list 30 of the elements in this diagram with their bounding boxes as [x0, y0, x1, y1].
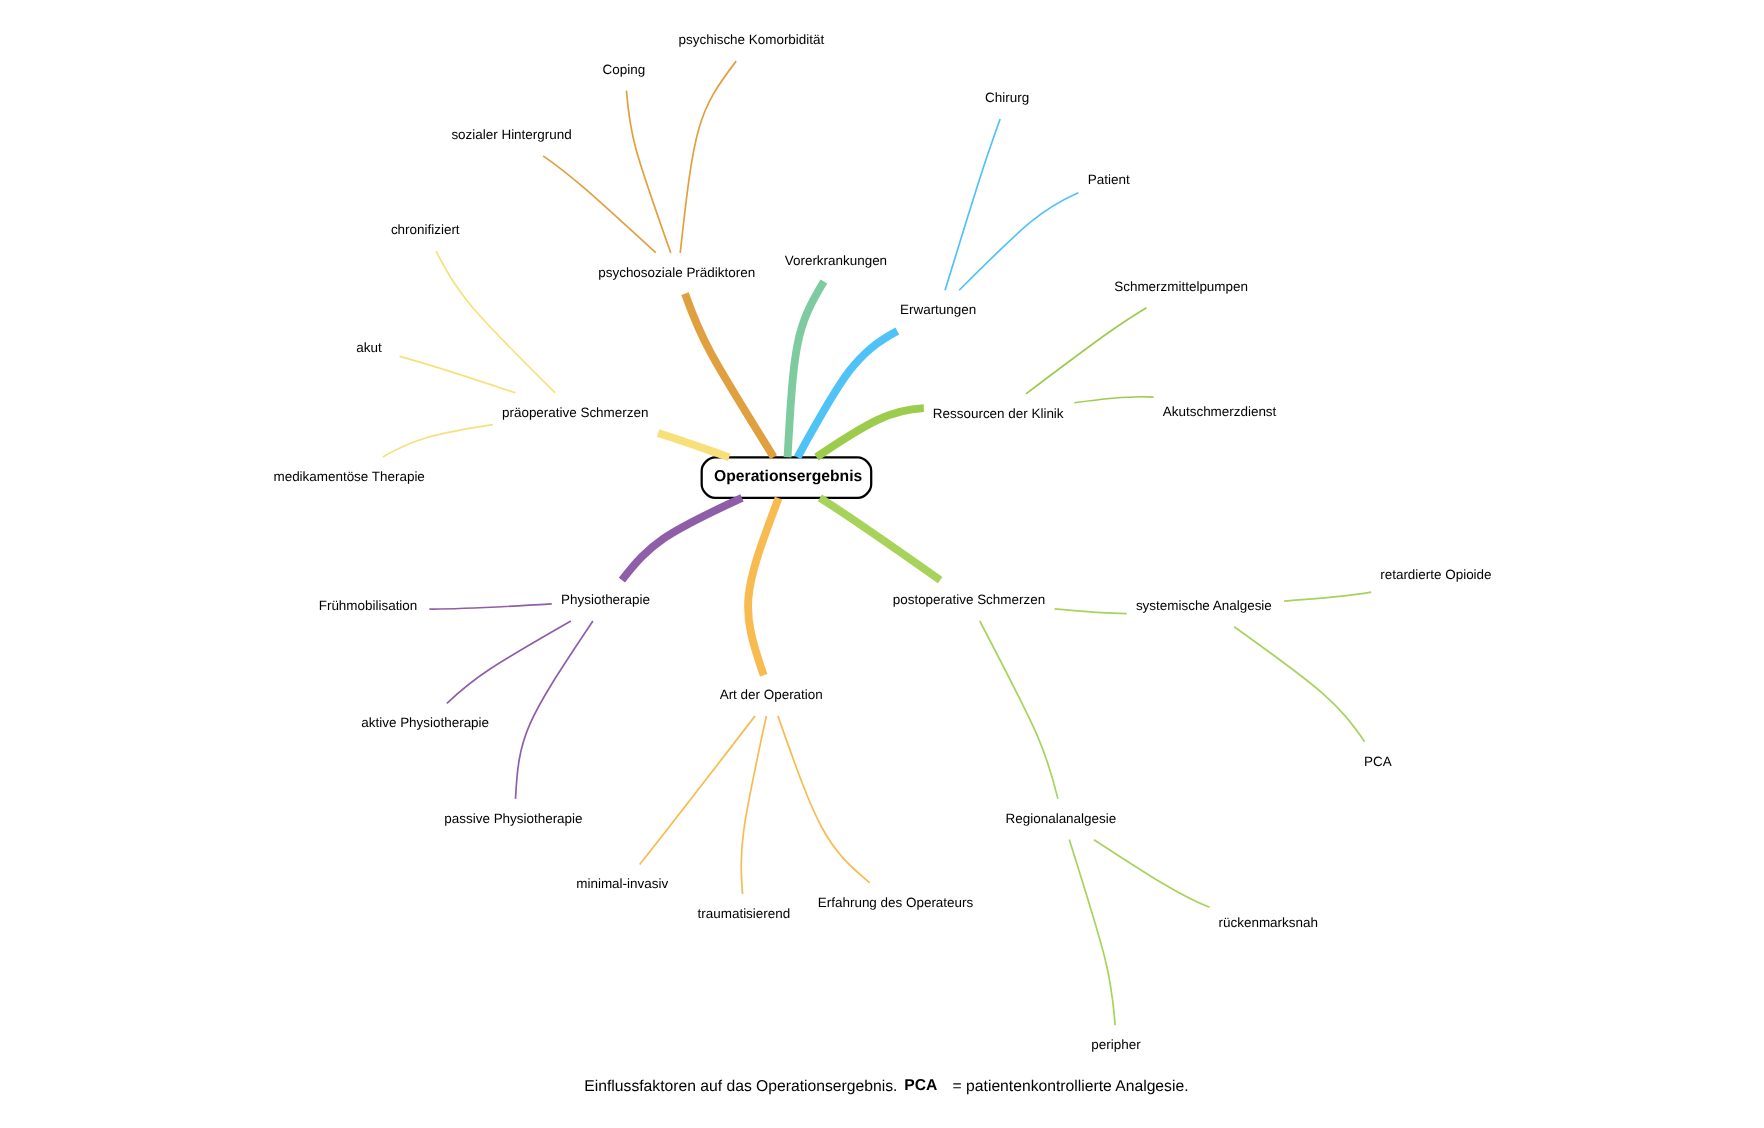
connector	[977, 620, 1058, 800]
connector	[782, 279, 827, 458]
connector	[776, 715, 870, 884]
connector	[655, 429, 730, 462]
connector	[1282, 591, 1371, 602]
connector	[427, 603, 552, 610]
connector	[380, 423, 493, 458]
connector	[541, 155, 656, 254]
connector	[743, 496, 782, 677]
connector	[1092, 838, 1210, 909]
connector	[1232, 625, 1365, 743]
connector	[434, 250, 555, 394]
connector	[678, 60, 736, 254]
connector	[943, 118, 1000, 292]
connector	[637, 715, 755, 866]
connector	[1024, 306, 1147, 395]
connector	[617, 494, 743, 583]
connector	[513, 620, 593, 800]
connector	[816, 494, 942, 584]
connector	[1067, 838, 1115, 1027]
connector	[813, 404, 924, 461]
connector	[1072, 395, 1154, 404]
connector	[793, 327, 899, 460]
connector	[739, 715, 767, 895]
connector	[1052, 608, 1127, 615]
connector	[445, 620, 571, 705]
connector	[957, 191, 1079, 292]
connector	[397, 355, 516, 394]
connector	[680, 292, 776, 460]
connector	[624, 89, 671, 254]
